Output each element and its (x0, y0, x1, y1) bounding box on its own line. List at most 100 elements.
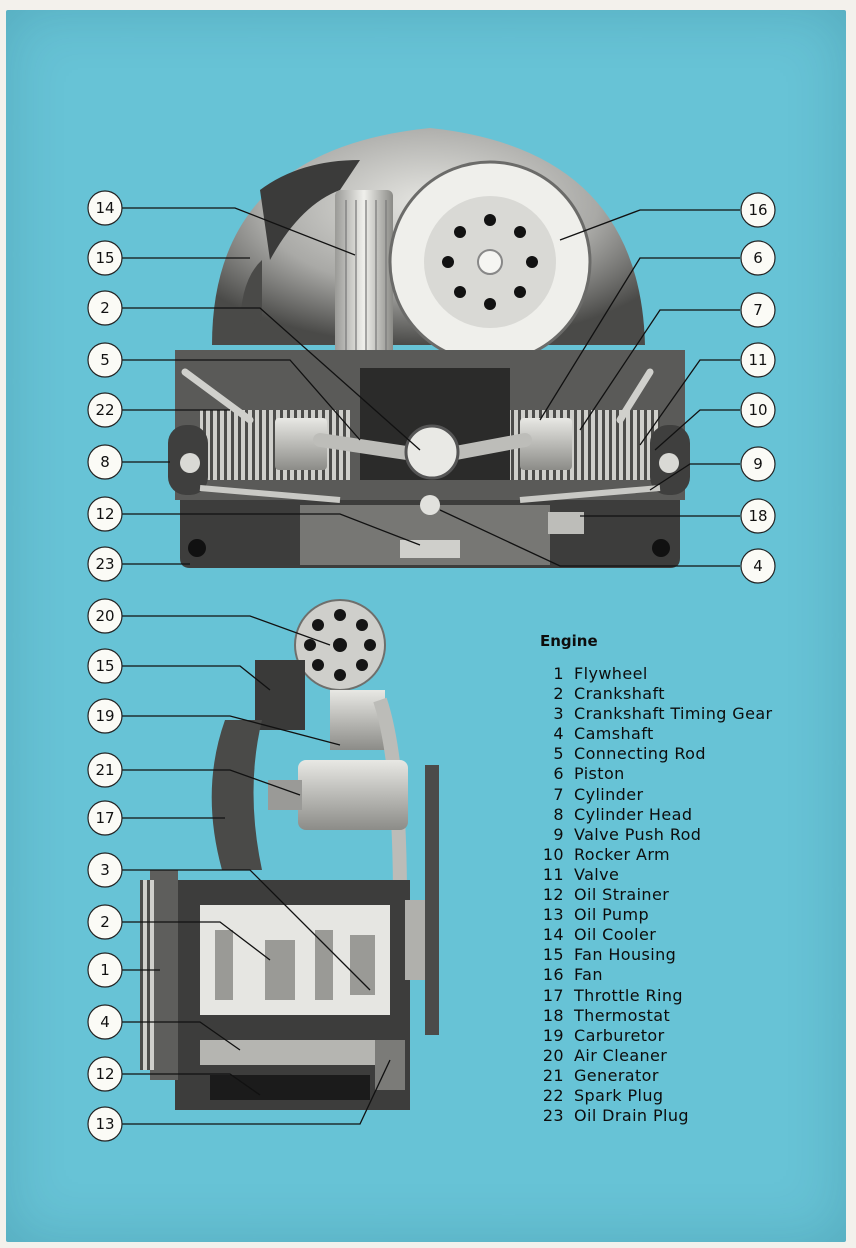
legend-item-label: Thermostat (574, 1005, 671, 1025)
leader-lines (122, 207, 740, 1125)
leader-2-top (122, 307, 421, 451)
leader-10 (654, 409, 740, 451)
legend-item-number: 17 (542, 985, 564, 1005)
leader-6 (539, 257, 740, 421)
legend-item-label: Valve (574, 864, 620, 884)
callout-circle (740, 240, 776, 276)
callout-number: 13 (95, 1115, 114, 1133)
callout-circle (740, 548, 776, 584)
legend-item-label: Crankshaft (574, 684, 665, 704)
callout-circle (87, 904, 123, 940)
legend-item-label: Rocker Arm (574, 844, 671, 864)
callout-circle (87, 852, 123, 888)
callout-number: 7 (753, 301, 763, 319)
leader-4-bottom (122, 1021, 241, 1051)
callout-number: 19 (95, 707, 114, 725)
legend-item-number: 10 (542, 844, 564, 864)
legend-item-number: 16 (542, 965, 564, 985)
callout-circle (740, 192, 776, 228)
legend-item-number: 8 (553, 804, 564, 824)
legend-item-number: 7 (553, 784, 564, 804)
callout-bubble: 16 (740, 192, 776, 228)
leader-12-top (122, 513, 421, 546)
callout-circle (87, 392, 123, 428)
legend-item-label: Oil Drain Plug (574, 1106, 689, 1126)
callout-number: 12 (95, 505, 114, 523)
callout-number: 15 (95, 249, 114, 267)
top-engine-view (168, 128, 690, 568)
callout-bubble: 20 (87, 598, 123, 634)
leader-19 (122, 715, 341, 746)
callout-circle (87, 546, 123, 582)
callout-bubble: 9 (740, 446, 776, 482)
callout-bubble: 23 (87, 546, 123, 582)
callout-number: 9 (753, 455, 763, 473)
legend-item-number: 21 (542, 1065, 564, 1085)
callout-circle (87, 800, 123, 836)
callout-bubble: 15 (87, 240, 123, 276)
callout-circle (740, 446, 776, 482)
callout-number: 22 (95, 401, 114, 419)
callout-circle (87, 752, 123, 788)
callout-bubble: 14 (87, 190, 123, 226)
leader-4-top (439, 509, 740, 567)
legend-item: 18 Thermostat (540, 1006, 840, 1026)
legend-item-label: Generator (574, 1065, 659, 1085)
callout-bubble: 12 (87, 496, 123, 532)
legend-item-label: Fan (574, 965, 603, 985)
callout-number: 3 (100, 861, 110, 879)
callout-bubbles: 1415252281223166711109184201519211732141… (87, 190, 776, 1142)
callout-circle (87, 1004, 123, 1040)
callout-bubble: 7 (740, 292, 776, 328)
callout-number: 5 (100, 351, 110, 369)
callout-number: 6 (753, 249, 763, 267)
legend-item-number: 4 (553, 724, 564, 744)
legend-item-label: Cylinder Head (574, 804, 693, 824)
legend-item: 16 Fan (540, 965, 840, 985)
callout-bubble: 21 (87, 752, 123, 788)
callout-circle (740, 342, 776, 378)
callout-bubble: 4 (87, 1004, 123, 1040)
legend-item-number: 18 (542, 1005, 564, 1025)
callout-bubble: 5 (87, 342, 123, 378)
callout-number: 4 (753, 557, 763, 575)
legend-item: 21 Generator (540, 1066, 840, 1086)
callout-number: 15 (95, 657, 114, 675)
callout-bubble: 12 (87, 1056, 123, 1092)
callout-number: 20 (95, 607, 114, 625)
callout-bubble: 22 (87, 392, 123, 428)
fan-housing-side (255, 660, 305, 730)
leader-5 (122, 359, 361, 441)
oil-cooler (335, 190, 393, 370)
leader-12-bottom (122, 1073, 261, 1096)
callout-circle (87, 190, 123, 226)
legend-item-label: Connecting Rod (574, 744, 706, 764)
callout-bubble: 18 (740, 498, 776, 534)
leader-15-bottom (122, 665, 271, 691)
leader-2-bottom (122, 921, 271, 961)
callout-number: 18 (748, 507, 767, 525)
legend-item-label: Piston (574, 764, 625, 784)
callout-circle (740, 392, 776, 428)
callout-number: 12 (95, 1065, 114, 1083)
callout-bubble: 13 (87, 1106, 123, 1142)
legend-item-label: Crankshaft Timing Gear (574, 704, 773, 724)
legend-item-number: 20 (542, 1045, 564, 1065)
legend-item-label: Cylinder (574, 784, 644, 804)
flywheel (150, 870, 178, 1080)
leader-16 (559, 209, 740, 241)
callout-bubble: 15 (87, 648, 123, 684)
